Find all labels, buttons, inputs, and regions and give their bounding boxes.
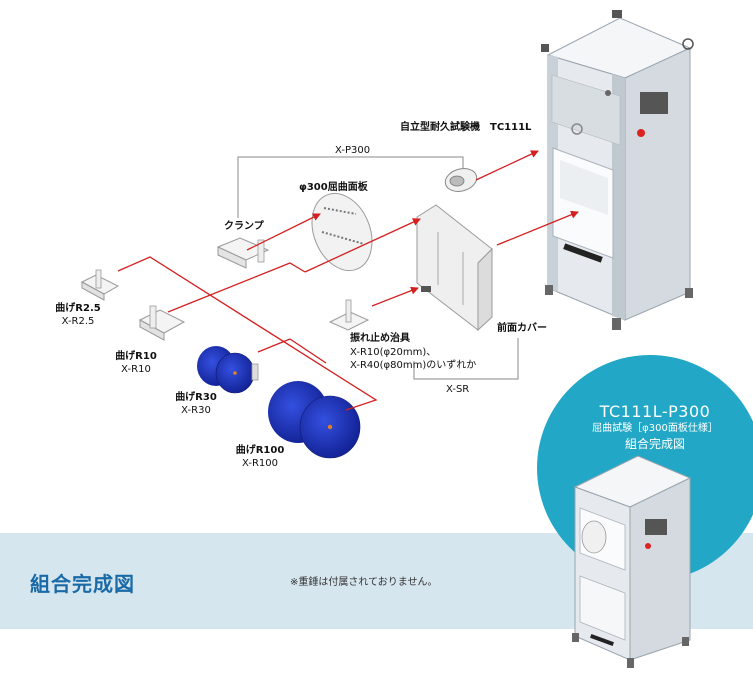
bend-plate-drawing: [311, 192, 373, 272]
label-r30-code: X-R30: [181, 405, 211, 416]
label-bend-plate: φ300屈曲面板: [299, 182, 368, 193]
completed-assembly-drawing: [572, 455, 692, 668]
red-arrows: [246, 150, 579, 307]
fixture-r10-drawing: [138, 305, 186, 341]
footer-title: 組合完成図: [30, 572, 135, 596]
label-r10-name: 曲げR10: [115, 351, 157, 362]
label-machine: 自立型耐久試験機 TC111L: [400, 122, 532, 133]
pulley-x-p300: [444, 168, 478, 192]
badge-subtitle: 屈曲試験［φ300面板仕様］: [592, 423, 718, 434]
machine-tc111l-drawing: [541, 10, 694, 330]
label-jig-line2: X-R40(φ80mm)のいずれか: [350, 360, 477, 371]
label-r30-name: 曲げR30: [175, 392, 217, 403]
badge-caption: 組合完成図: [624, 437, 685, 451]
label-front-cover: 前面カバー: [497, 323, 547, 334]
fixture-r25-drawing: [80, 269, 120, 301]
roller-r100-drawing: [268, 381, 361, 459]
model-badge: TC111L-P300 屈曲試験［φ300面板仕様］ 組合完成図: [560, 402, 750, 452]
group-brackets: [237, 156, 519, 380]
label-jig-line1: X-R10(φ20mm)、: [350, 347, 437, 358]
anti-sway-jig-drawing: [328, 299, 370, 331]
clamp-drawing: [216, 237, 270, 269]
footer-note: ※重錘は付属されておりません。: [290, 577, 438, 588]
badge-title: TC111L-P300: [599, 402, 711, 421]
red-connector-lines: [117, 256, 378, 411]
label-r100-name: 曲げR100: [235, 445, 285, 456]
roller-r30-drawing: [197, 346, 259, 394]
label-jig-name: 振れ止め治具: [350, 333, 410, 344]
label-r10-code: X-R10: [121, 364, 151, 375]
label-r100-code: X-R100: [242, 458, 278, 469]
label-r25-name: 曲げR2.5: [55, 303, 101, 314]
label-r25-code: X-R2.5: [61, 316, 95, 327]
front-cover-drawing: [416, 204, 493, 332]
label-x-p300: X-P300: [335, 145, 371, 156]
label-x-sr: X-SR: [446, 384, 470, 395]
label-clamp: クランプ: [224, 221, 264, 232]
